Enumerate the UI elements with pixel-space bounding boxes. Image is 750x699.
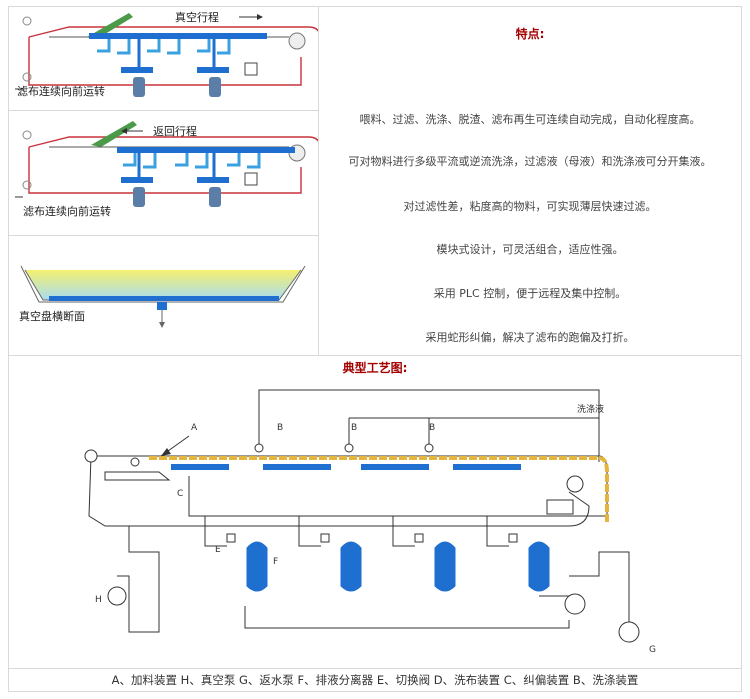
vacuum-tray bbox=[263, 464, 331, 470]
vacuum-tray bbox=[453, 464, 521, 470]
feed-chute bbox=[87, 13, 133, 39]
row-divider-3 bbox=[9, 355, 741, 356]
process-diagram: A B B B C E F H G 洗涤液 bbox=[84, 389, 656, 655]
tension-box-2 bbox=[244, 172, 258, 186]
wash-nozzle-2 bbox=[344, 443, 354, 453]
return-stroke-diagram: 返回行程 滤布连续向前运转 bbox=[15, 121, 318, 218]
feed-chute-2 bbox=[91, 121, 137, 147]
label-b3: B bbox=[429, 423, 435, 433]
wash-nozzle-3 bbox=[424, 443, 434, 453]
separator bbox=[246, 541, 268, 592]
separator-1 bbox=[133, 77, 145, 97]
features-panel: 特点: 喂料、过滤、洗涤、脱渣、滤布再生可连续自动完成，自动化程度高。 可对物料… bbox=[319, 7, 741, 355]
separator bbox=[340, 541, 362, 592]
switch-valve bbox=[414, 533, 424, 543]
return-stroke-panel: 返回行程 滤布连续向前运转 bbox=[9, 111, 318, 235]
outer-frame bbox=[8, 6, 742, 692]
vacuum-stroke-caption: 滤布连续向前运转 bbox=[17, 84, 105, 98]
switch-valve bbox=[320, 533, 330, 543]
label-a: A bbox=[191, 423, 198, 433]
feature-item: 对过滤性差，粘度高的物料，可实现薄层快速过滤。 bbox=[403, 200, 657, 213]
feature-item: 喂料、过滤、洗涤、脱渣、滤布再生可连续自动完成，自动化程度高。 bbox=[359, 113, 701, 126]
row-divider-1 bbox=[9, 110, 318, 111]
vacuum-stroke-title: 真空行程 bbox=[175, 10, 219, 24]
separator-2 bbox=[209, 77, 221, 97]
legend: A、加料装置 H、真空泵 G、返水泵 F、排液分离器 E、切换阀 D、洗布装置 … bbox=[9, 668, 741, 692]
label-b1: B bbox=[277, 423, 283, 433]
label-h: H bbox=[95, 595, 102, 605]
separator bbox=[528, 541, 550, 592]
wash-nozzle-1 bbox=[254, 443, 264, 453]
label-g: G bbox=[649, 645, 656, 655]
switch-valve bbox=[226, 533, 236, 543]
label-f: F bbox=[273, 557, 278, 567]
separator-3 bbox=[133, 187, 145, 207]
feature-item: 可对物料进行多级平流或逆流洗涤，过滤液（母液）和洗涤液可分开集液。 bbox=[348, 155, 712, 168]
feature-item: 采用蛇形纠偏，解决了滤布的跑偏及打折。 bbox=[425, 331, 635, 344]
tension-box bbox=[244, 62, 258, 76]
row-divider-2 bbox=[9, 235, 318, 236]
corrector-box bbox=[546, 499, 574, 515]
tray-section-panel: 真空盘横断面 bbox=[9, 236, 318, 355]
label-e: E bbox=[215, 545, 221, 555]
return-pump-icon bbox=[618, 621, 640, 643]
vacuum-stroke-panel: 真空行程 滤布连续向前运转 bbox=[9, 7, 318, 110]
tray-section-diagram: 真空盘横断面 bbox=[19, 265, 306, 328]
roller-top-left-2 bbox=[22, 130, 32, 140]
roller-bottom-left-2 bbox=[22, 180, 32, 190]
return-stroke-caption: 滤布连续向前运转 bbox=[23, 204, 111, 218]
vacuum-pump-icon bbox=[107, 586, 127, 606]
return-stroke-title: 返回行程 bbox=[153, 125, 197, 138]
feature-item: 采用 PLC 控制，便于远程及集中控制。 bbox=[433, 287, 627, 300]
label-wash: 洗涤液 bbox=[577, 403, 604, 415]
roller-drive bbox=[566, 475, 584, 493]
roller-head bbox=[84, 449, 98, 463]
tray-section-caption: 真空盘横断面 bbox=[19, 309, 85, 323]
separator bbox=[434, 541, 456, 592]
features-title: 特点: bbox=[515, 27, 545, 41]
vacuum-tray bbox=[171, 464, 229, 470]
filter-belt bbox=[149, 456, 609, 522]
roller-feed bbox=[130, 457, 140, 467]
column-divider bbox=[318, 6, 319, 355]
switch-valve bbox=[508, 533, 518, 543]
vacuum-tray-bar bbox=[49, 296, 279, 301]
label-b2: B bbox=[351, 423, 357, 433]
vacuum-tray bbox=[361, 464, 429, 470]
roller-top-left bbox=[22, 16, 32, 26]
roller-bottom-left bbox=[22, 72, 32, 82]
return-pump-icon bbox=[564, 593, 586, 615]
drive-roller bbox=[288, 32, 306, 50]
process-title: 典型工艺图: bbox=[342, 361, 408, 375]
feature-item: 模块式设计，可灵活组合，适应性强。 bbox=[436, 243, 624, 256]
separator-4 bbox=[209, 187, 221, 207]
label-c: C bbox=[177, 489, 183, 499]
vacuum-stroke-diagram: 真空行程 滤布连续向前运转 bbox=[15, 10, 318, 98]
